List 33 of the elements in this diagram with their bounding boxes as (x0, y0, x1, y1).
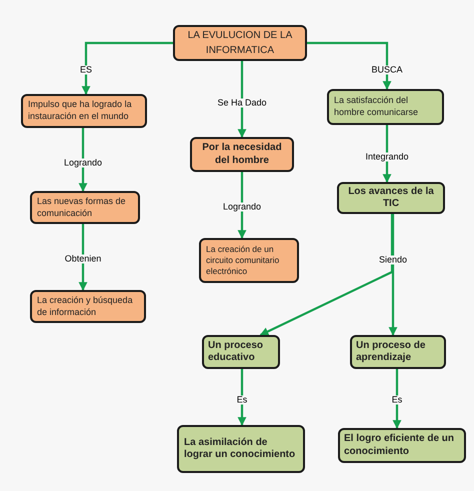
edge-label: Es (390, 396, 404, 404)
concept-box: Un proceso educativo (202, 335, 280, 369)
arrow (238, 61, 246, 138)
edge-label: Siendo (376, 256, 410, 264)
arrow (78, 128, 88, 192)
concept-box: Impulso que ha logrado la instauración en el mundo (21, 94, 147, 128)
edge-label: Es (234, 396, 250, 404)
concept-box: Las nuevas formas de comunicación (30, 191, 140, 224)
arrow (382, 125, 392, 183)
concept-box: La creación de un circuito comunitario electrónico (199, 238, 299, 283)
concept-box: Un proceso de aprendizaje (350, 335, 446, 369)
edge-label: ES (78, 66, 94, 74)
arrow (78, 224, 88, 291)
concept-box: El logro eficiente de un conocimiento (338, 428, 466, 463)
edge-label: BUSCA (370, 66, 404, 74)
arrow (238, 172, 246, 239)
concept-box: Los avances de la TIC (337, 182, 445, 214)
concept-box: La asimilación de lograr un conocimiento (177, 425, 305, 473)
arrow (388, 214, 398, 336)
edge-label: Se Ha Dado (215, 98, 269, 108)
arrow (82, 42, 173, 95)
arrow (307, 42, 392, 90)
concept-box: Por la necesidad del hombre (190, 137, 294, 172)
arrow (392, 369, 402, 429)
edge-label: Logrando (62, 158, 104, 168)
concept-box: La satisfacción del hombre comunicarse (327, 89, 444, 125)
edge-label: Obtenien (62, 254, 104, 264)
title-box: LA EVULUCION DE LA INFORMATICA (173, 25, 307, 61)
arrow (238, 369, 246, 426)
edge-label: Logrando (220, 202, 264, 212)
edge-label: Integrando (363, 152, 411, 162)
concept-box: La creación y búsqueda de información (30, 290, 146, 323)
arrow (260, 214, 394, 336)
